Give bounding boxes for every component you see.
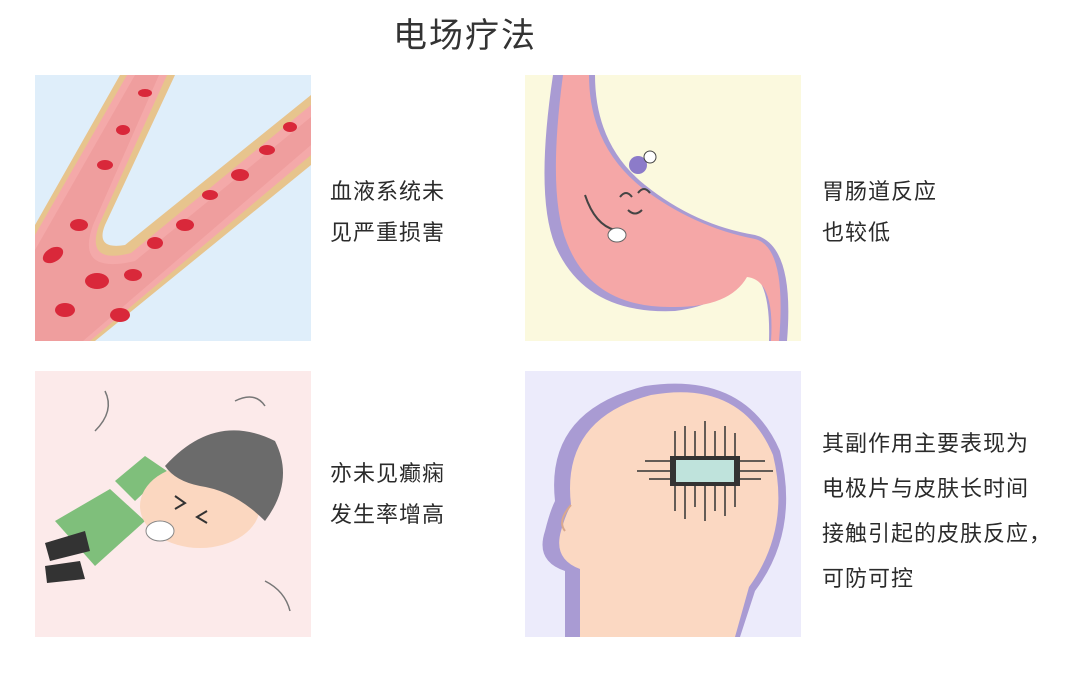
blood-vessel-illustration-icon (35, 75, 311, 341)
caption-blood: 血液系统未 见严重损害 (330, 172, 445, 254)
fallen-boy-illustration-icon (35, 371, 311, 637)
caption-side-effects: 其副作用主要表现为 电极片与皮肤长时间 接触引起的皮肤反应， 可防可控 (822, 422, 1052, 602)
caption-line: 接触引起的皮肤反应， (822, 522, 1053, 547)
fallen-boy-panel (35, 371, 311, 637)
caption-line: 电极片与皮肤长时间 (822, 477, 1030, 502)
caption-line: 胃肠道反应 (822, 180, 938, 205)
caption-line: 见严重损害 (330, 221, 446, 246)
caption-line: 血液系统未 (330, 180, 446, 205)
caption-line: 也较低 (822, 221, 892, 246)
caption-line: 发生率增高 (330, 503, 446, 528)
stomach-panel (525, 75, 801, 341)
caption-line: 亦未见癫痫 (330, 462, 446, 487)
caption-stomach: 胃肠道反应 也较低 (822, 172, 937, 254)
head-chip-illustration-icon (525, 371, 801, 637)
blood-vessel-panel (35, 75, 311, 341)
caption-seizure: 亦未见癫痫 发生率增高 (330, 454, 445, 536)
stomach-illustration-icon (525, 75, 801, 341)
caption-line: 其副作用主要表现为 (822, 432, 1030, 457)
caption-line: 可防可控 (822, 567, 915, 592)
page-title: 电场疗法 (393, 16, 537, 56)
head-chip-panel (525, 371, 801, 637)
